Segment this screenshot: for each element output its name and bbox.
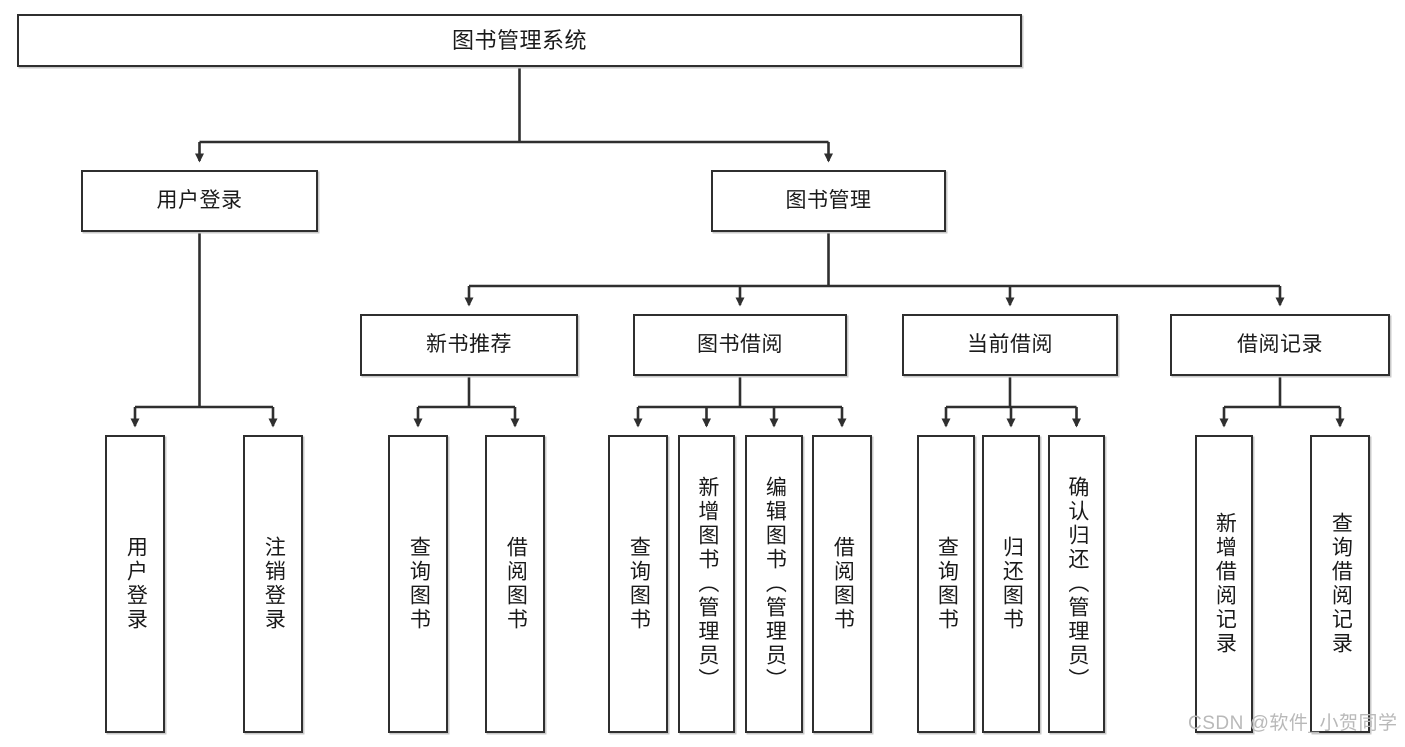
node-leaf11[interactable]: 确认归还（管理员） (1048, 435, 1105, 733)
node-leaf6[interactable]: 新增图书（管理员） (678, 435, 735, 733)
node-label: 查询图书 (935, 536, 959, 632)
node-records[interactable]: 借阅记录 (1170, 314, 1390, 376)
node-leaf12[interactable]: 新增借阅记录 (1195, 435, 1253, 733)
node-label: 用户登录 (156, 188, 243, 212)
node-label: 当前借阅 (967, 332, 1053, 356)
node-label: 确认归还（管理员） (1065, 476, 1089, 692)
node-current[interactable]: 当前借阅 (902, 314, 1118, 376)
node-label: 查询图书 (407, 536, 431, 632)
node-label: 借阅图书 (831, 536, 855, 632)
node-label: 用户登录 (124, 536, 148, 632)
node-label: 借阅记录 (1237, 332, 1323, 356)
node-root[interactable]: 图书管理系统 (17, 14, 1022, 67)
node-borrow[interactable]: 图书借阅 (633, 314, 847, 376)
node-label: 新书推荐 (426, 332, 512, 356)
node-leaf1[interactable]: 用户登录 (105, 435, 165, 733)
node-label: 新增图书（管理员） (695, 476, 719, 692)
watermark-text: CSDN @软件_小贺同学 (1188, 713, 1398, 734)
node-label: 借阅图书 (504, 536, 528, 632)
node-label: 图书管理 (785, 188, 872, 212)
node-label: 图书借阅 (697, 332, 783, 356)
node-leaf4[interactable]: 借阅图书 (485, 435, 545, 733)
node-label: 查询图书 (627, 536, 651, 632)
node-leaf8[interactable]: 借阅图书 (812, 435, 872, 733)
node-leaf3[interactable]: 查询图书 (388, 435, 448, 733)
node-label: 归还图书 (1000, 536, 1024, 632)
node-label: 查询借阅记录 (1329, 512, 1353, 656)
node-label: 注销登录 (262, 536, 286, 632)
node-label: 新增借阅记录 (1213, 512, 1237, 656)
node-newbook[interactable]: 新书推荐 (360, 314, 578, 376)
node-leaf13[interactable]: 查询借阅记录 (1310, 435, 1370, 733)
node-label: 编辑图书（管理员） (763, 476, 787, 692)
node-label: 图书管理系统 (451, 27, 587, 53)
node-leaf2[interactable]: 注销登录 (243, 435, 303, 733)
node-bookmgmt[interactable]: 图书管理 (711, 170, 946, 232)
node-leaf10[interactable]: 归还图书 (982, 435, 1040, 733)
node-leaf5[interactable]: 查询图书 (608, 435, 668, 733)
node-leaf9[interactable]: 查询图书 (917, 435, 975, 733)
node-login[interactable]: 用户登录 (81, 170, 318, 232)
node-leaf7[interactable]: 编辑图书（管理员） (745, 435, 803, 733)
